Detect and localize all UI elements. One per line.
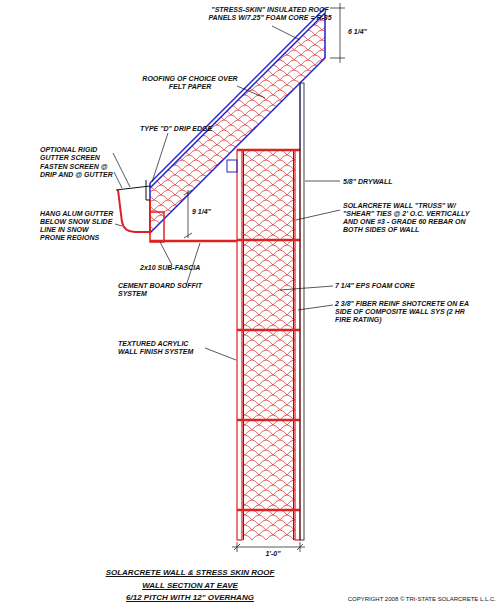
soffit bbox=[150, 240, 237, 243]
callout-label: 1'-0" bbox=[253, 550, 293, 558]
callout-label: 7 1/4" EPS FOAM CORE bbox=[335, 282, 455, 290]
callout-label: 9 1/4" bbox=[192, 208, 222, 216]
callout-label: TEXTURED ACRYLIC WALL FINISH SYSTEM bbox=[118, 340, 208, 356]
callout-label: COPYRIGHT 2008 © TRI-STATE SOLARCRETE L.… bbox=[330, 595, 496, 603]
callout-label: TYPE "D" DRIP EDGE bbox=[140, 125, 220, 133]
callout-label: 5/8" DRYWALL bbox=[343, 178, 423, 186]
leader-lines bbox=[113, 26, 340, 360]
callout-label: FASTEN SCREEN @ DRIP AND @ GUTTER bbox=[40, 163, 115, 179]
callout-label: HANG ALUM GUTTER BELOW SNOW SLIDE LINE I… bbox=[40, 210, 115, 242]
sub-fascia bbox=[150, 212, 164, 242]
callout-label: 6 1/4" bbox=[348, 28, 388, 36]
callout-label: 2x10 SUB-FASCIA bbox=[140, 264, 230, 272]
drawing-title: SOLARCRETE WALL & STRESS SKIN ROOF bbox=[30, 568, 350, 578]
gutter bbox=[116, 180, 150, 232]
callout-label: ROOFING OF CHOICE OVER FELT PAPER bbox=[140, 75, 240, 91]
callout-label: OPTIONAL RIGID GUTTER SCREEN bbox=[40, 146, 120, 162]
drawing-subtitle: 6/12 PITCH WITH 12" OVERHANG bbox=[30, 593, 350, 603]
wall bbox=[227, 83, 304, 540]
callout-label: CEMENT BOARD SOFFIT SYSTEM bbox=[118, 282, 218, 298]
callout-label: SOLARCRETE WALL "TRUSS" W/ "SHEAR" TIES … bbox=[343, 202, 473, 234]
callout-label: "STRESS-SKIN" INSULATED ROOF PANELS W/7.… bbox=[205, 6, 335, 22]
callout-label: 2 3/8" FIBER REINF SHOTCRETE ON EA SIDE … bbox=[335, 300, 470, 324]
drawing-subtitle: WALL SECTION AT EAVE bbox=[30, 581, 350, 591]
